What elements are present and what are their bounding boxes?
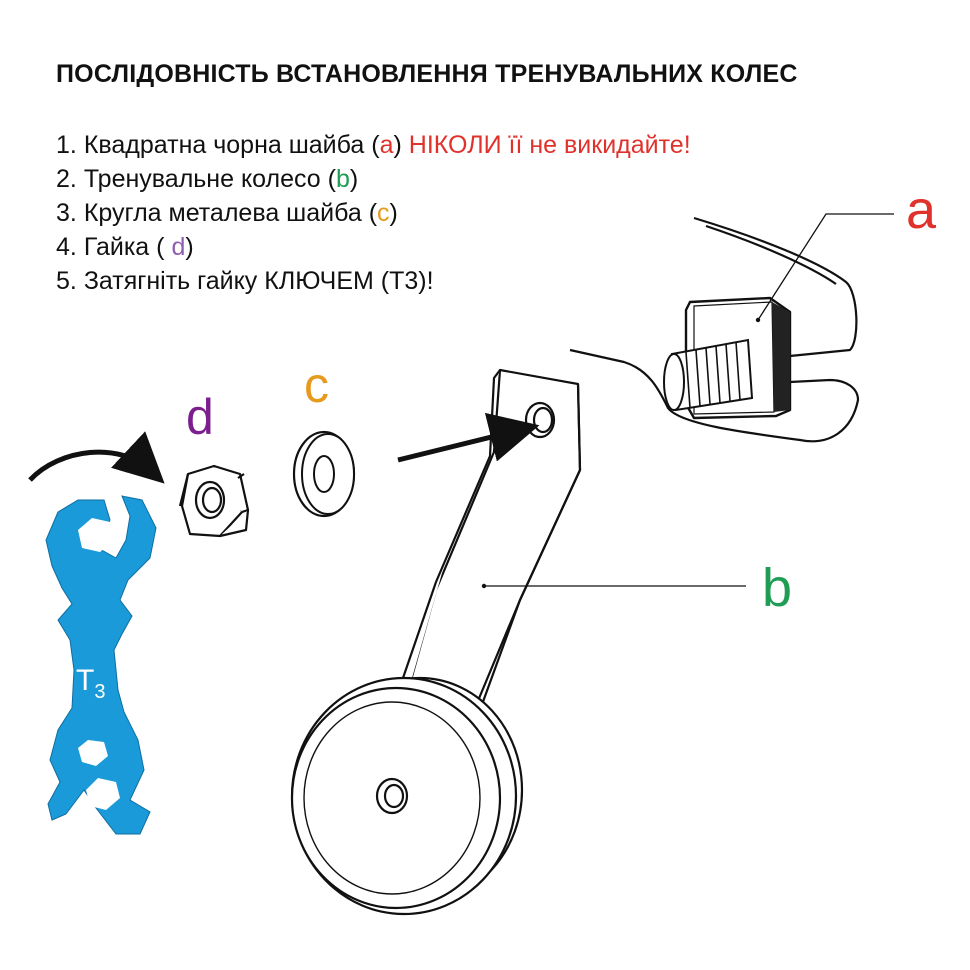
training-wheel-icon bbox=[290, 368, 582, 916]
label-b: b bbox=[762, 558, 792, 618]
leader-line-a bbox=[757, 213, 894, 321]
label-d: d bbox=[186, 389, 214, 445]
wrench-icon: T3 bbox=[45, 495, 157, 835]
insert-arrow-icon bbox=[397, 412, 540, 463]
wrench-label: T3 bbox=[76, 664, 105, 703]
label-c: c bbox=[304, 357, 329, 413]
instruction-list: 1. Квадратна чорна шайба (a) НІКОЛИ її н… bbox=[56, 128, 691, 298]
bolt-icon bbox=[663, 338, 754, 412]
step-2: 2. Тренувальне колесо (b) bbox=[56, 165, 359, 193]
bike-frame bbox=[569, 216, 860, 443]
warning-text: НІКОЛИ її не викидайте! bbox=[408, 131, 691, 159]
rotate-arrow-icon bbox=[28, 431, 165, 484]
label-a: a bbox=[906, 180, 937, 240]
nut-icon bbox=[178, 464, 250, 538]
step-5: 5. Затягніть гайку КЛЮЧЕМ (Т3)! bbox=[56, 267, 434, 295]
washer-icon bbox=[292, 430, 356, 518]
page-title: ПОСЛІДОВНІСТЬ ВСТАНОВЛЕННЯ ТРЕНУВАЛЬНИХ … bbox=[56, 60, 798, 88]
step-3: 3. Кругла металева шайба (c) bbox=[56, 199, 398, 227]
step-1: 1. Квадратна чорна шайба (a) НІКОЛИ її н… bbox=[56, 131, 691, 159]
step-4: 4. Гайка ( d) bbox=[56, 233, 194, 261]
